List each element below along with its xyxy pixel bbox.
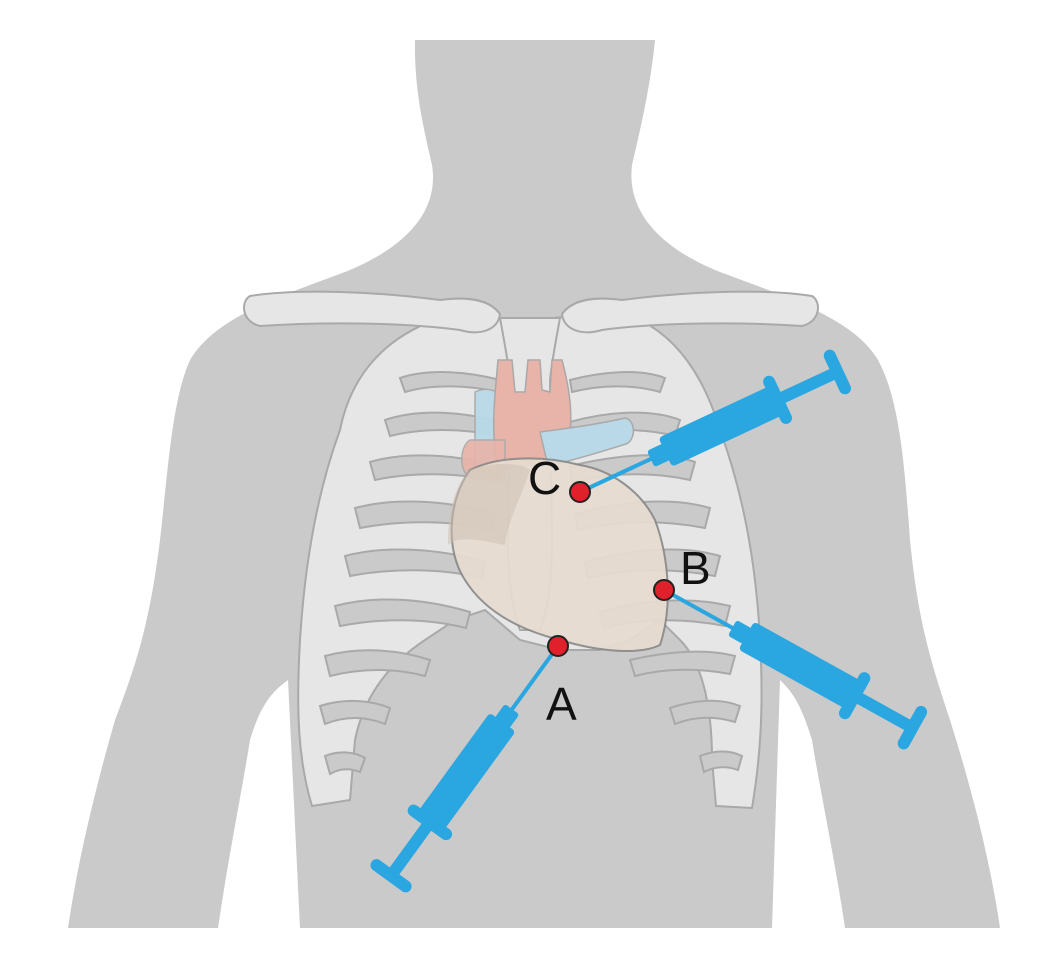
label-a: A (546, 678, 577, 730)
heart-shading (448, 464, 530, 545)
puncture-point-c (569, 481, 591, 503)
label-c: C (528, 452, 561, 504)
puncture-point-a (547, 635, 569, 657)
right-clavicle (560, 290, 819, 334)
left-clavicle (243, 290, 502, 334)
pulmonary-artery (539, 417, 635, 467)
label-b: B (680, 542, 711, 594)
puncture-point-b (653, 579, 675, 601)
